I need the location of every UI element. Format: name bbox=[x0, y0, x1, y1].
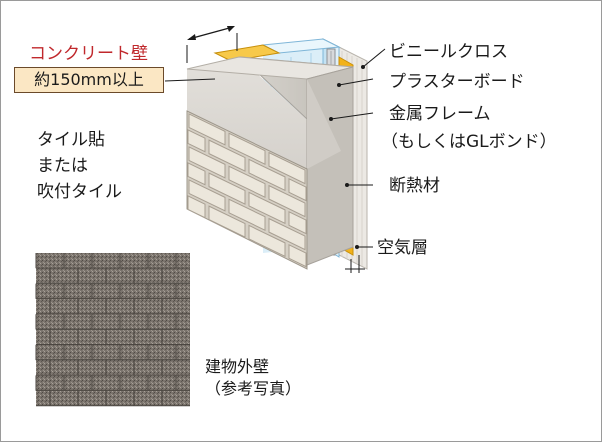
facade-tile bbox=[248, 224, 286, 258]
facade-tile bbox=[228, 198, 266, 231]
facade-tile bbox=[288, 178, 307, 202]
wall-thickness-label: 約150mm以上 bbox=[14, 67, 164, 93]
air-layer-dimension bbox=[345, 255, 365, 273]
facade-tile bbox=[208, 172, 246, 205]
facade-tile bbox=[188, 113, 226, 146]
finish-note: タイル貼 または 吹付タイル bbox=[37, 127, 122, 205]
finish-note-line: タイル貼 bbox=[37, 130, 105, 150]
leader-plaster-board bbox=[338, 78, 374, 86]
facade-tile bbox=[268, 184, 306, 218]
facade-tile bbox=[187, 195, 206, 219]
facade-tile bbox=[288, 211, 307, 235]
facade-tile bbox=[268, 151, 306, 185]
leader-thickness bbox=[164, 78, 216, 82]
facade-tile bbox=[188, 146, 226, 179]
gl-bond-label: （もしくはGLボンド） bbox=[381, 132, 557, 152]
photo-caption: 建物外壁 （参考写真） bbox=[205, 356, 301, 400]
photo-caption-line: （参考写真） bbox=[205, 379, 302, 398]
facade-tile bbox=[268, 217, 306, 251]
facade-tile bbox=[248, 191, 286, 225]
facade-tile bbox=[228, 132, 266, 165]
photo-caption-line: 建物外壁 bbox=[205, 357, 270, 376]
facade-tile bbox=[208, 205, 246, 238]
facade-tile bbox=[187, 162, 206, 186]
facade-tile bbox=[288, 244, 307, 268]
facade-tile bbox=[187, 129, 206, 153]
tile-facade bbox=[186, 110, 308, 270]
leader-metal-frame bbox=[330, 112, 374, 120]
plaster-board-label: プラスターボード bbox=[389, 72, 525, 92]
callout-leaders bbox=[164, 48, 386, 248]
facade-tile bbox=[208, 139, 246, 172]
reference-photo bbox=[35, 253, 190, 407]
air-layer-label: 空気層 bbox=[377, 238, 428, 258]
facade-tile bbox=[228, 165, 266, 198]
leader-vinyl-cloth bbox=[362, 48, 386, 68]
concrete-wall-label: コンクリート壁 bbox=[29, 44, 148, 64]
metal-frame-label: 金属フレーム bbox=[389, 104, 491, 124]
vinyl-cloth-label: ビニールクロス bbox=[389, 42, 508, 62]
finish-note-line: 吹付タイル bbox=[37, 182, 122, 202]
finish-note-line: または bbox=[37, 156, 88, 176]
facade-tile bbox=[248, 158, 286, 192]
thickness-dimension-arrow bbox=[186, 26, 238, 63]
leader-dots bbox=[329, 65, 365, 249]
facade-tile bbox=[188, 179, 226, 212]
insulation-label: 断熱材 bbox=[389, 176, 440, 196]
